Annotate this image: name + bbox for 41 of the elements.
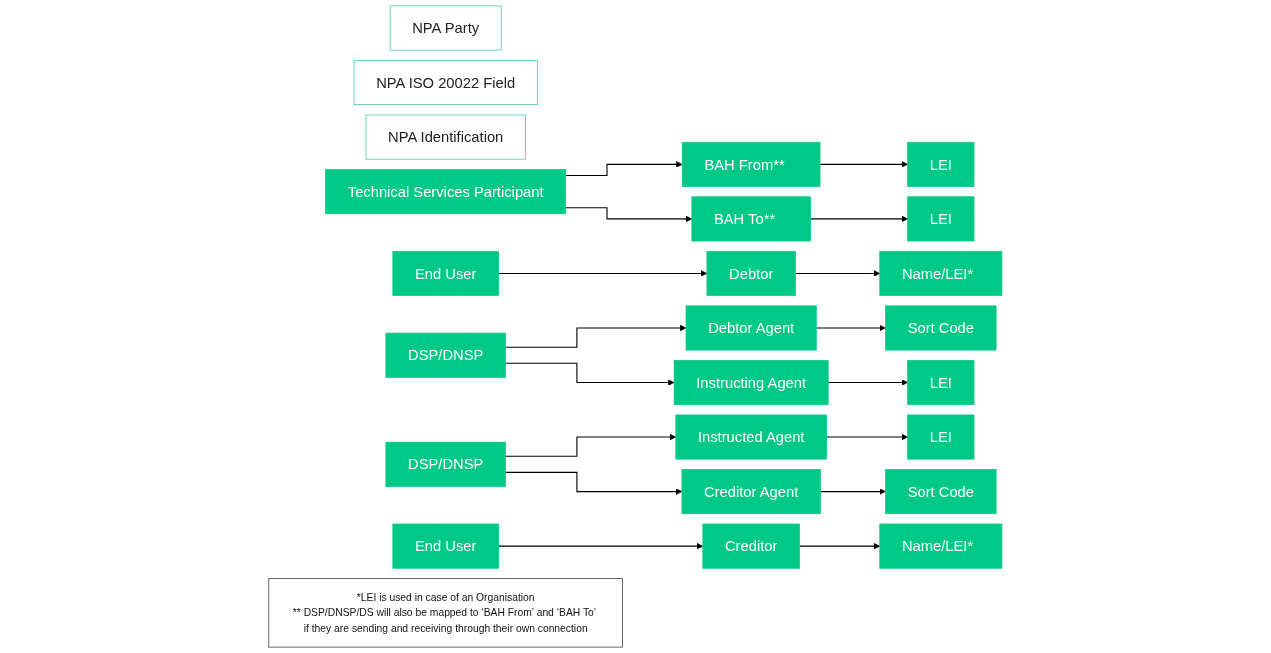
node-box: BAH To** [691, 196, 811, 242]
node-box: Technical Services Participant [325, 169, 567, 215]
node-box: LEI [907, 414, 975, 460]
arrow [505, 324, 687, 348]
node-box: LEI [907, 196, 975, 242]
arrow [505, 433, 677, 457]
node-box: *LEI is used in case of an Organisation ** DSP/DNSP/DS will also be mapped to ‘BAH From’ and ‘BAH To’ if they are sending and receiving through their own connection [268, 578, 624, 648]
node-box: LEI [907, 360, 975, 405]
node-box: Instructing Agent [673, 360, 829, 405]
arrow [795, 270, 881, 277]
node-box: BAH From** [682, 141, 821, 187]
arrow [820, 488, 886, 495]
arrow [815, 324, 886, 332]
arrow [819, 161, 909, 168]
node-box: Instructed Agent [675, 414, 828, 460]
arrow [827, 379, 909, 386]
node-box: Creditor Agent [681, 469, 821, 515]
node-box: NPA ISO 20022 Field [353, 60, 538, 106]
arrow [565, 207, 693, 223]
node-box: Name/LEI* [879, 523, 1003, 569]
node-box: Debtor [706, 250, 796, 296]
arrow [498, 270, 708, 277]
arrow [826, 433, 909, 441]
node-box: DSP/DNSP [385, 332, 506, 378]
node-box: LEI [907, 141, 975, 187]
node-box: End User [392, 523, 500, 569]
node-box: Debtor Agent [685, 305, 817, 351]
node-box: Sort Code [885, 305, 997, 351]
node-box: Creditor [702, 523, 800, 569]
node-box: NPA Party [389, 5, 502, 51]
arrow [498, 542, 704, 550]
node-box: Sort Code [885, 469, 997, 515]
node-box: End User [392, 250, 500, 296]
arrow [799, 542, 881, 550]
arrow [810, 215, 909, 223]
node-box: DSP/DNSP [385, 441, 506, 487]
node-box: NPA Identification [365, 114, 526, 160]
arrow [565, 161, 683, 177]
arrow [505, 362, 675, 386]
arrow [505, 471, 683, 495]
node-box: Name/LEI* [879, 250, 1003, 296]
